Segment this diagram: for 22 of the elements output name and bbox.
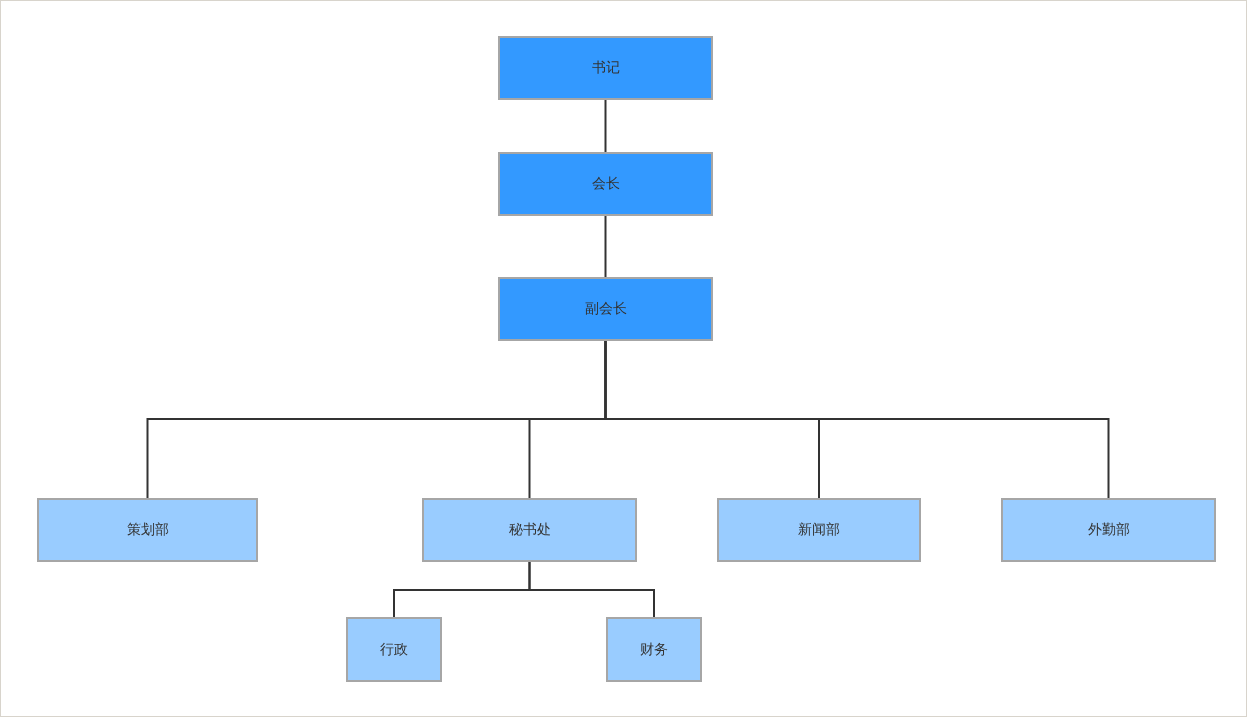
box-label: 新闻部 (798, 521, 840, 539)
org-box (1001, 498, 1216, 562)
org-box (422, 498, 637, 562)
box-label: 策划部 (126, 521, 169, 539)
box-label: 行政 (380, 640, 408, 659)
box-label: 副会长 (584, 300, 627, 318)
org-box (37, 498, 258, 562)
org-box (498, 277, 713, 341)
box-label: 会长 (591, 175, 620, 193)
box-label: 秘书处 (508, 521, 551, 539)
connector-line (604, 340, 1110, 499)
connector-line (528, 561, 655, 618)
box-label: 书记 (591, 59, 620, 77)
connector-line (604, 215, 607, 278)
org-box (717, 498, 921, 562)
box-label: 外勤部 (1087, 521, 1130, 539)
org-box (346, 617, 442, 682)
connector-line (604, 99, 607, 153)
org-box (606, 617, 702, 682)
org-box (498, 152, 713, 216)
org-box (498, 36, 713, 100)
box-label: 财务 (640, 640, 668, 659)
